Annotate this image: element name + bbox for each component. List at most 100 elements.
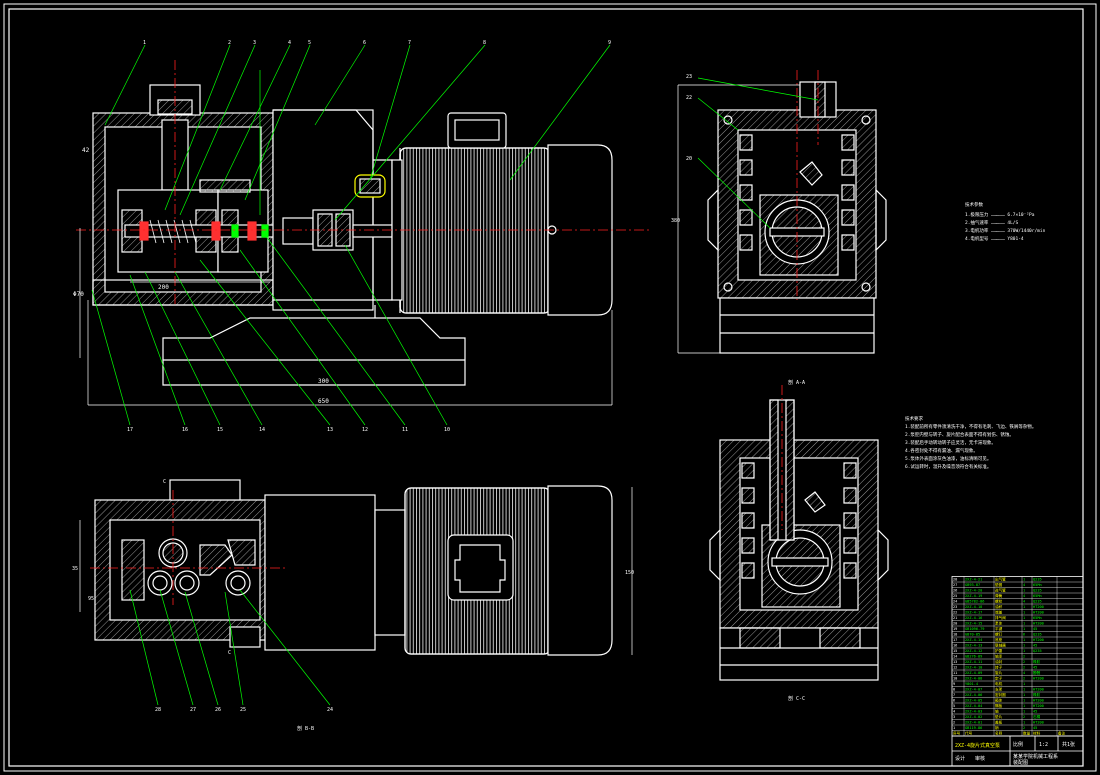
bom-cell: 2XZ-4-15 <box>965 622 982 626</box>
bom-cell: 旋片 <box>995 670 1003 675</box>
main-dim-labels: Φ70 200 300 650 42 <box>73 147 329 405</box>
side-bolt-tl <box>723 115 733 125</box>
plan-bolt-2-inner <box>179 575 195 591</box>
main-top-leaders <box>91 44 611 426</box>
drawing-number: 装配图 <box>1013 759 1028 766</box>
bom-cell: HT200 <box>1033 638 1044 642</box>
terminal-box <box>447 112 507 149</box>
dim-label-height: Φ70 <box>73 291 84 298</box>
bom-cell: 2XZ-4-01 <box>965 721 982 725</box>
side-center-lines <box>796 70 819 300</box>
balloon-2: 2 <box>228 40 231 46</box>
bom-cell: 2XZ-4-10 <box>965 666 982 670</box>
side-labels: 23 22 20 380 <box>671 74 692 224</box>
bom-cell: 出气管 <box>995 577 1006 582</box>
bom-header-cell: 序号 <box>953 731 961 736</box>
cc-lug-left <box>709 528 721 582</box>
bom-cell: 21 <box>953 616 957 620</box>
tech-req-row-1: 1.装配前所有零件须清洗干净，不得有毛刺、飞边、铁屑等杂物。 <box>905 423 1036 430</box>
plan-view <box>94 479 613 656</box>
tech-param-row-3: 3.电机功率 …………… 370W/1440r/min <box>965 227 1046 234</box>
bom-cell: 转子 <box>995 665 1003 670</box>
balloon-15: 15 <box>217 427 223 433</box>
balloon-27: 27 <box>190 707 196 713</box>
bom-cell: 13 <box>953 660 957 664</box>
plan-center-lines <box>90 490 285 605</box>
balloon-23: 23 <box>686 74 692 80</box>
bom-cell: 定子 <box>995 676 1003 681</box>
plan-bolt-3 <box>225 570 251 596</box>
bom-cell: 酚醛 <box>1033 670 1041 675</box>
plan-coupling-guard <box>264 494 376 651</box>
bom-cell: 45 <box>1033 726 1037 730</box>
bom-cell: 1 <box>1023 682 1025 686</box>
leader-24 <box>239 589 331 706</box>
outer-border <box>3 3 1097 772</box>
plan-exhaust-port-2 <box>227 539 256 566</box>
bom-cell: 底座 <box>995 637 1003 642</box>
sheet-count: 共1张 <box>1062 741 1075 748</box>
plan-bolt-3-inner <box>230 575 246 591</box>
balloon-20: 20 <box>686 156 692 162</box>
oil-cup-hatch <box>359 178 381 194</box>
bom-cell: 螺钉 <box>995 632 1003 637</box>
bom-cell: Q235 <box>1033 649 1042 653</box>
bom-cell: 1 <box>1023 616 1025 620</box>
bom-cell: 45 <box>1033 627 1037 631</box>
bom-cell: HT200 <box>1033 677 1044 681</box>
bom-cell: 2XZ-4-12 <box>965 649 982 653</box>
bom-cell: 22 <box>953 611 957 615</box>
plan-bottom-flange <box>229 626 261 648</box>
side-dim-label: 380 <box>671 218 680 224</box>
balloon-6: 6 <box>363 40 366 46</box>
plan-section-mark-bottom: C <box>228 650 231 656</box>
bom-cell: 2XZ-4-17 <box>965 611 982 615</box>
leader-15 <box>144 271 221 426</box>
bom-cell: 垫圈 <box>995 582 1003 587</box>
bom-cell: 65Mn <box>1033 616 1042 620</box>
balloon-1: 1 <box>143 40 146 46</box>
seal-ring-outer <box>247 221 257 241</box>
tech-req-title: 技术要求 <box>905 415 923 422</box>
bom-cell: 4 <box>1023 594 1025 598</box>
bom-cell: 2XZ-4-07 <box>965 688 982 692</box>
bom-cell: 24 <box>953 600 957 604</box>
bom-cell: 1 <box>1023 704 1025 708</box>
leader-2 <box>164 44 231 211</box>
bom-cell: 2 <box>1023 666 1025 670</box>
bom-cell: 16 <box>953 644 957 648</box>
bom-cell: 支架 <box>995 687 1003 692</box>
bom-cell: 17 <box>953 638 957 642</box>
leader-22 <box>697 97 739 131</box>
plan-top-flange <box>169 479 241 501</box>
bom-cell: 2XZ-4-11 <box>965 660 982 664</box>
bom-cell: 20 <box>953 622 957 626</box>
leader-11 <box>264 234 406 426</box>
bom-cell: 轴承 <box>995 654 1003 659</box>
bearing-marker <box>231 224 239 238</box>
bom-cell: 27 <box>953 583 957 587</box>
label-section-aa: 剖 A-A <box>788 379 805 386</box>
bom-cell: 2XZ-4-09 <box>965 671 982 675</box>
leader-5 <box>244 44 311 201</box>
base-frame <box>162 317 466 386</box>
cc-base-hatch-l <box>739 627 781 649</box>
leader-4 <box>219 44 291 191</box>
cc-exhaust-valve <box>804 491 826 513</box>
tech-req-row-6: 6.试运转时，温升及噪音须符合有关标准。 <box>905 463 991 470</box>
school-name: 某某学院机械工程系 <box>1013 753 1058 760</box>
bom-cell: 6 <box>1023 633 1025 637</box>
plan-bolt-2 <box>174 570 200 596</box>
bom-cell: 2 <box>1023 660 1025 664</box>
bom-cell: 1 <box>1023 589 1025 593</box>
bom-cell: 4 <box>1023 583 1025 587</box>
balloon-11: 11 <box>402 427 408 433</box>
bom-cell: 2XZ-4-03 <box>965 710 982 714</box>
bom-cell: GB70-85 <box>965 633 980 637</box>
bom-cell: 8 <box>953 688 955 692</box>
bom-cell: 1 <box>1023 622 1025 626</box>
bom-cell: Q235 <box>1033 633 1042 637</box>
side-bolt-tr <box>861 115 871 125</box>
leader-25 <box>224 591 244 706</box>
bom-cell: 1 <box>1023 578 1025 582</box>
